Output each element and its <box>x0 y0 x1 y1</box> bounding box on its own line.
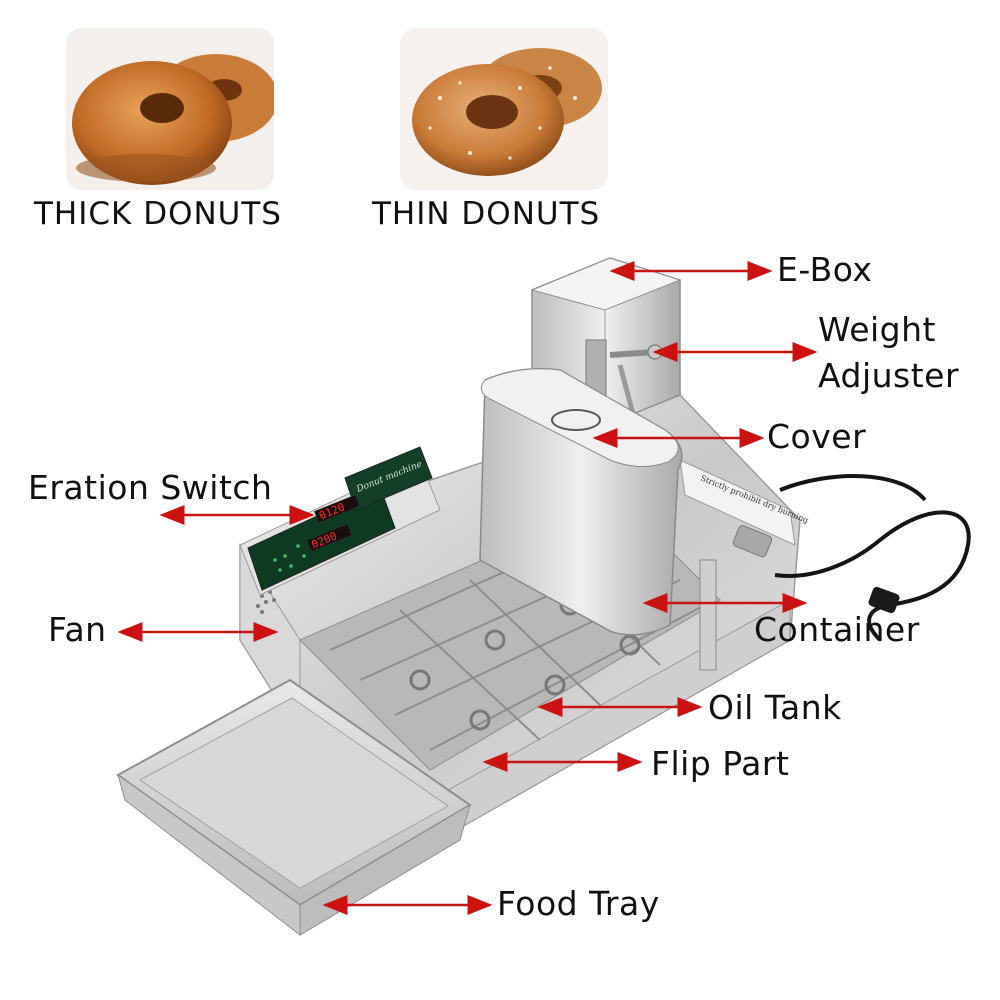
label-oil-tank: Oil Tank <box>708 688 842 727</box>
weight-adjuster-mechanism <box>585 339 663 441</box>
label-food-tray: Food Tray <box>497 884 660 923</box>
label-cover: Cover <box>767 417 867 456</box>
panel-indicator-lights <box>273 544 306 572</box>
label-eration-switch: Eration Switch <box>28 468 273 507</box>
thick-donut-photo <box>66 28 274 190</box>
thin-donuts-caption: THIN DONUTS <box>372 196 601 232</box>
batter-container <box>479 368 683 636</box>
thin-donut-photo <box>400 28 608 190</box>
food-tray-shape <box>116 678 472 937</box>
thick-donuts-caption: THICK DONUTS <box>34 196 282 232</box>
label-fan: Fan <box>48 610 107 649</box>
label-adjuster: Adjuster <box>818 356 960 395</box>
label-e-box: E-Box <box>777 250 873 289</box>
label-flip-part: Flip Part <box>651 744 790 783</box>
label-weight: Weight <box>818 310 936 349</box>
label-container: Container <box>754 610 920 649</box>
power-plug <box>868 586 900 614</box>
